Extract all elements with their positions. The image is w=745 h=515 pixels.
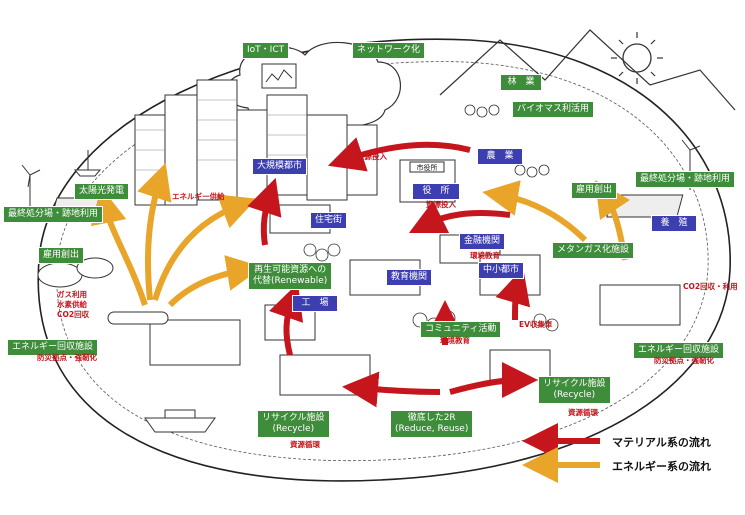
label-small-city: 中小都市 <box>478 262 525 279</box>
label-recycle-right: リサイクル施設 (Recycle) <box>538 376 611 404</box>
label-reduce-reuse: 徹底した2R (Reduce, Reuse) <box>390 410 474 438</box>
label-residential: 住宅街 <box>310 212 348 229</box>
material-arrow-to-cityhall <box>408 200 511 234</box>
energy-arrow-to-city2 <box>152 194 257 301</box>
legend-arrows <box>522 423 600 483</box>
wind-turbine-icon <box>21 164 41 210</box>
annotation-disaster-right: 防災拠点・強靭化 <box>654 356 714 365</box>
annotation-disaster-left: 防災拠点・強靭化 <box>37 353 97 362</box>
label-renewable: 再生可能資源への 代替(Renewable) <box>248 262 333 290</box>
label-city-hall: 役 所 <box>412 183 460 200</box>
material-arrow-to-bigcity <box>327 137 471 172</box>
annotation-recycle-left-sub: 資源循環 <box>290 440 320 449</box>
material-arrow-reduce-left <box>342 371 441 408</box>
energy-flow-arrows <box>90 162 630 308</box>
annotation-ev-collection: EV収集車 <box>519 320 553 329</box>
annotation-water-heat: 水素供給 <box>57 300 87 309</box>
pipeline <box>107 311 169 325</box>
material-arrow-factory-up <box>247 177 282 246</box>
ship-icon <box>144 409 216 433</box>
energy-arrow-methane-to-biogas <box>482 180 588 243</box>
legend-material-label: マテリアル系の流れ <box>612 436 711 449</box>
label-recycle-left: リサイクル施設 (Recycle) <box>257 410 330 438</box>
boat-icon <box>73 150 102 177</box>
label-agriculture: 農 業 <box>477 148 523 165</box>
label-forestry: 林 業 <box>500 74 542 91</box>
annotation-recycle-right-sub: 資源循環 <box>568 408 598 417</box>
label-solar: 太陽光発電 <box>74 183 130 200</box>
coastline-inner <box>56 61 709 462</box>
label-finance: 金融機関 <box>459 233 506 250</box>
annotation-gas-use: ガス利用 <box>57 290 87 299</box>
energy-arrow-to-city1 <box>137 162 172 301</box>
label-big-city: 大規模都市 <box>252 158 308 175</box>
annotation-energy-supply: エネルギー供給 <box>172 192 225 201</box>
annotation-resource-input-top: 資源投入 <box>357 152 387 161</box>
label-community: コミュニティ活動 <box>420 321 502 338</box>
label-energy-recovery-right: エネルギー回収施設 <box>633 342 725 359</box>
annotation-env-education-community: 環境教育 <box>440 336 470 345</box>
label-education: 教育機関 <box>386 269 433 286</box>
annotation-co2-capture-left: CO2回収 <box>57 310 90 319</box>
city-hall-sign: 市役所 <box>417 163 438 172</box>
label-landfill-right: 最終処分場・跡地利用 <box>635 171 736 188</box>
label-biomass: バイオマス利活用 <box>512 101 595 118</box>
label-landfill-left: 最終処分場・跡地利用 <box>3 206 104 223</box>
solar-panel-right-icon <box>606 194 684 218</box>
legend-energy-label: エネルギー系の流れ <box>612 460 711 473</box>
annotation-env-education-finance: 環境教育 <box>470 251 500 260</box>
gas-tanks <box>37 257 114 288</box>
material-arrow-up-factory <box>269 283 304 356</box>
label-jobs-left: 雇用創出 <box>38 247 85 264</box>
energy-arrow-to-renewable <box>167 255 263 308</box>
monitor-icon <box>261 63 297 89</box>
material-arrow-to-small-city <box>495 267 531 321</box>
label-methane: メタンガス化施設 <box>552 242 635 259</box>
annotation-resource-input-cityhall: 資源投入 <box>426 200 456 209</box>
label-network: ネットワーク化 <box>352 42 426 59</box>
mountains <box>439 29 736 111</box>
label-factory: 工 場 <box>292 295 338 312</box>
label-energy-recovery-left: エネルギー回収施設 <box>7 339 99 356</box>
energy-arrow-to-solar <box>90 187 148 306</box>
label-jobs-right: 雇用創出 <box>571 182 618 199</box>
label-iot: IoT・ICT <box>242 42 290 59</box>
material-arrow-reduce-right <box>449 362 538 399</box>
sun-icon <box>611 32 663 84</box>
annotation-co2-use: CO2回収・利用 <box>683 282 738 291</box>
label-aquaculture: 養 殖 <box>651 215 697 232</box>
